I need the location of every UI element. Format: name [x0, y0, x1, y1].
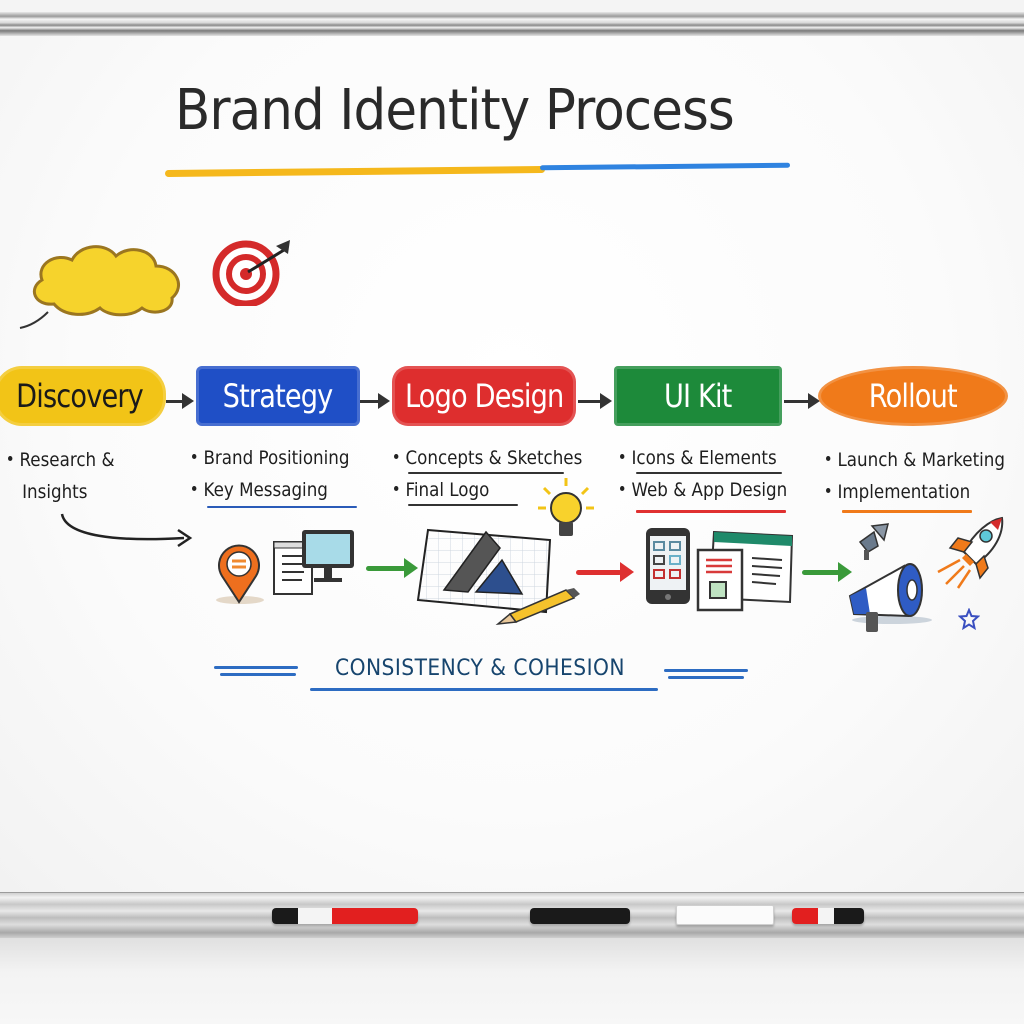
rollout-bullets: Launch & Marketing Implementation	[826, 444, 1024, 508]
stage-logo-design-label: Logo Design	[404, 377, 564, 415]
discovery-bullets: Research & Insights	[8, 444, 129, 508]
map-pin-icon	[216, 544, 264, 604]
star-icon	[958, 608, 980, 630]
stage-logo-design: Logo Design	[392, 366, 576, 426]
rollout-underline	[842, 510, 972, 513]
diagram-title: Brand Identity Process	[174, 78, 735, 143]
pencil-icon	[495, 588, 580, 626]
stage-ui-kit: UI Kit	[614, 366, 782, 426]
arrow-uikit-to-rollout	[784, 393, 820, 409]
red-arrow-icon	[576, 562, 634, 582]
bullet-text: Brand Positioning	[203, 447, 350, 469]
stage-discovery-label: Discovery	[16, 377, 145, 415]
paintbrush-icon	[858, 523, 889, 560]
whiteboard-surface	[0, 36, 1024, 892]
rocket-icon	[937, 516, 1004, 589]
bullet-item: Icons & Elements	[620, 442, 787, 474]
target-dart-icon	[212, 240, 290, 306]
bullet-text: Insights	[22, 481, 88, 503]
curved-arrow-icon	[60, 513, 193, 548]
ui-kit-underline-1	[636, 472, 782, 474]
footer-line-right-1	[664, 669, 748, 672]
small-red-marker[interactable]	[792, 908, 864, 924]
arrow-discovery-to-strategy	[166, 393, 194, 409]
black-marker[interactable]	[530, 908, 630, 924]
web-layout-icon	[696, 530, 794, 612]
bullet-item: Brand Positioning	[192, 442, 350, 474]
bullet-text: Web & App Design	[631, 479, 788, 501]
stage-ui-kit-label: UI Kit	[664, 377, 732, 415]
bullet-item: Final Logo	[394, 474, 582, 506]
lightbulb-icon	[538, 478, 594, 536]
bullet-item: Research &	[8, 444, 114, 476]
bullet-item: Key Messaging	[192, 474, 350, 506]
logo-underline-2	[408, 504, 518, 506]
stage-discovery: Discovery	[0, 366, 166, 426]
bullet-text: Icons & Elements	[631, 447, 777, 469]
footer-line-right-2	[668, 676, 744, 679]
stage-strategy-label: Strategy	[223, 377, 334, 415]
bullet-text: Concepts & Sketches	[405, 447, 583, 469]
bullet-item: Insights	[8, 476, 114, 508]
logo-underline-1	[408, 472, 564, 474]
megaphone-icon	[848, 563, 932, 632]
arrow-logo-to-uikit	[578, 393, 612, 409]
green-arrow-icon	[366, 558, 418, 578]
stage-rollout-label: Rollout	[868, 377, 958, 415]
green-arrow-2-icon	[802, 562, 852, 582]
bullet-text: Research &	[19, 449, 115, 471]
logo-sketch-icon	[416, 528, 552, 614]
bullet-item: Web & App Design	[620, 474, 787, 506]
wall-below-board	[0, 938, 1024, 1024]
stage-rollout: Rollout	[818, 366, 1008, 426]
strategy-underline	[207, 506, 357, 508]
ui-kit-underline-2	[636, 510, 786, 513]
bullet-item: Implementation	[826, 476, 1005, 508]
strategy-bullets: Brand Positioning Key Messaging	[192, 442, 371, 506]
stage-strategy: Strategy	[196, 366, 360, 426]
thought-cloud-icon	[19, 245, 180, 329]
ui-kit-bullets: Icons & Elements Web & App Design	[620, 442, 810, 506]
smartphone-icon	[646, 528, 690, 604]
footer-underline	[310, 688, 658, 691]
bullet-item: Concepts & Sketches	[394, 442, 582, 474]
logo-design-bullets: Concepts & Sketches Final Logo	[394, 442, 608, 506]
footer-theme-text: CONSISTENCY & COHESION	[334, 656, 626, 681]
monitor-icon	[302, 530, 354, 582]
footer-line-left-2	[220, 673, 296, 676]
footer-line-left-1	[214, 666, 298, 669]
whiteboard-eraser[interactable]	[676, 905, 774, 925]
bullet-text: Key Messaging	[203, 479, 328, 501]
bullet-text: Launch & Marketing	[837, 449, 1005, 471]
whiteboard-top-frame	[0, 12, 1024, 36]
bullet-item: Launch & Marketing	[826, 444, 1005, 476]
arrow-strategy-to-logo	[360, 393, 390, 409]
bullet-text: Implementation	[837, 481, 971, 503]
whiteboard-marker-tray	[0, 892, 1024, 938]
red-marker[interactable]	[272, 908, 418, 924]
bullet-text: Final Logo	[405, 479, 490, 501]
